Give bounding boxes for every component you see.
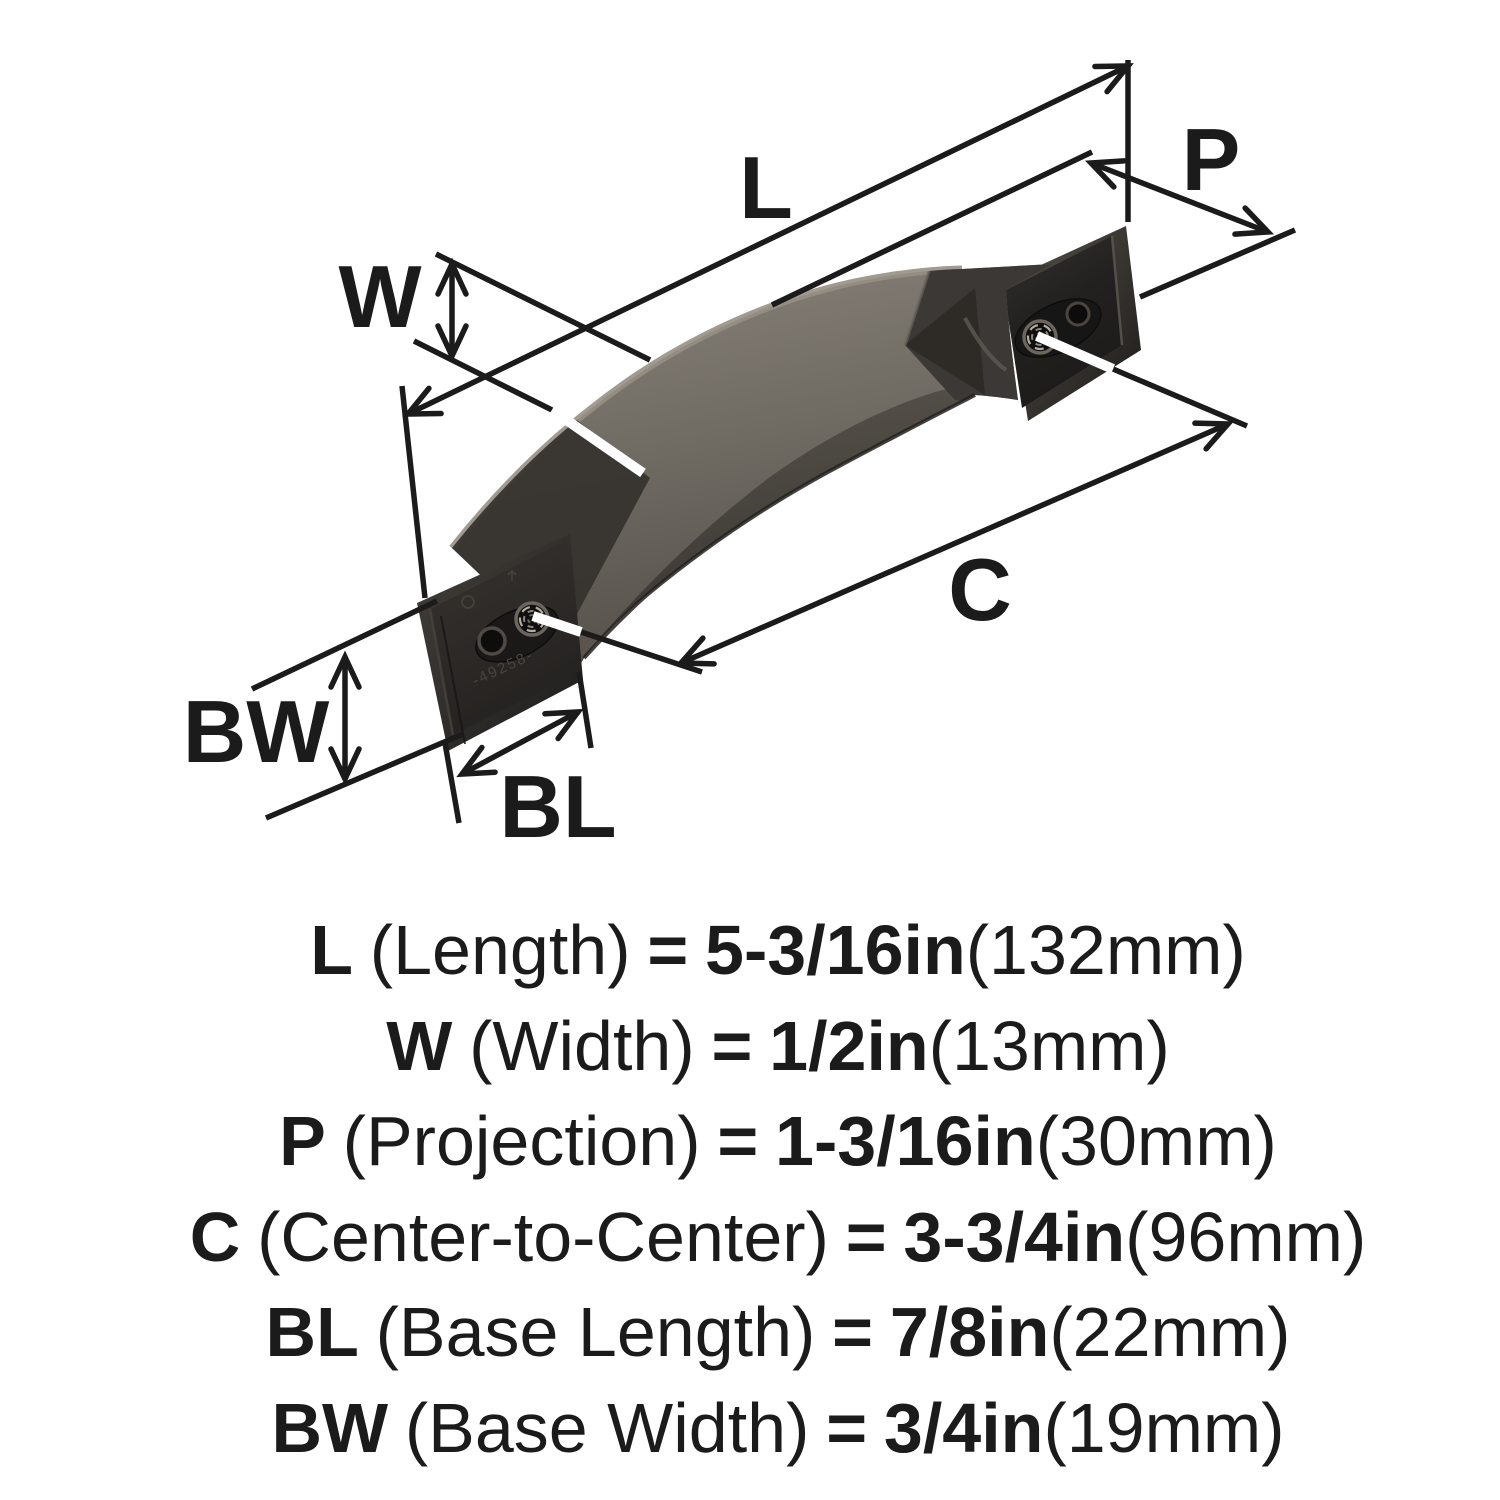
- spec-line-center-to-center: C(Center-to-Center)=3-3/4in(96mm): [0, 1189, 1500, 1285]
- label-BW: BW: [183, 682, 330, 781]
- label-W: W: [338, 247, 421, 346]
- spec-code: L: [310, 911, 353, 989]
- dimension-lines: [250, 60, 1297, 824]
- spec-name: (Length): [369, 911, 631, 989]
- equals-sign: =: [647, 911, 689, 989]
- spec-code: W: [386, 1007, 453, 1085]
- left-base-edge-highlight: [428, 608, 455, 736]
- spec-code: BL: [265, 1293, 359, 1371]
- label-P: P: [1182, 110, 1241, 209]
- spec-metric: (96mm): [1125, 1198, 1367, 1276]
- spec-line-projection: P(Projection)=1-3/16in(30mm): [0, 1093, 1500, 1189]
- spec-value: 7/8in: [889, 1293, 1050, 1371]
- spec-code: BW: [271, 1389, 389, 1467]
- spec-line-base-length: BL(Base Length)=7/8in(22mm): [0, 1284, 1500, 1380]
- spec-metric: (22mm): [1049, 1293, 1291, 1371]
- dimension-letters: L W P C BL BW: [183, 110, 1241, 856]
- left-plain-hole: [477, 626, 507, 656]
- left-base: -49258-: [417, 534, 583, 751]
- C-break-over-right-base: [1035, 331, 1115, 374]
- right-plain-hole: [1065, 301, 1091, 327]
- spec-name: (Projection): [342, 1102, 701, 1180]
- left-base-molded-mark: [461, 595, 475, 609]
- spec-name: (Base Length): [375, 1293, 816, 1371]
- label-L: L: [739, 138, 793, 237]
- dimension-BL-tick-right: [576, 671, 594, 749]
- W-break-over-strap: [549, 405, 646, 478]
- dimension-W-ext-upper: [434, 251, 652, 363]
- spec-line-length: L(Length)=5-3/16in(132mm): [0, 902, 1500, 998]
- dimension-L-ext-left: [399, 385, 428, 599]
- dimension-P-plane-back: [770, 149, 1094, 308]
- spec-metric: (19mm): [1043, 1389, 1285, 1467]
- spec-metric: (132mm): [965, 911, 1246, 989]
- spec-name: (Base Width): [404, 1389, 810, 1467]
- equals-sign: =: [826, 1389, 868, 1467]
- dimension-L-arrow: [402, 63, 1134, 417]
- dimension-P-plane-front: [1138, 227, 1297, 300]
- spec-value: 3/4in: [883, 1389, 1044, 1467]
- spec-value: 1/2in: [769, 1007, 929, 1085]
- equals-sign: =: [832, 1293, 874, 1371]
- dimension-P-arrow: [1084, 158, 1275, 237]
- spec-line-width: W(Width)=1/2in(13mm): [0, 998, 1500, 1094]
- spec-code: C: [189, 1198, 241, 1276]
- spec-metric: (13mm): [928, 1007, 1170, 1085]
- spec-value: 1-3/16in: [775, 1102, 1036, 1180]
- C-break-over-left-base: [531, 611, 583, 637]
- equals-sign: =: [845, 1198, 887, 1276]
- label-BL: BL: [499, 757, 616, 856]
- dimension-BL-arrow: [456, 708, 584, 778]
- dimension-C-arrow: [675, 420, 1234, 667]
- dimension-BW-ext-upper: [250, 598, 439, 692]
- label-C: C: [948, 540, 1012, 639]
- spec-value: 5-3/16in: [705, 911, 966, 989]
- spec-line-base-width: BW(Base Width)=3/4in(19mm): [0, 1380, 1500, 1476]
- line-breaks-over-metal: [531, 331, 1115, 637]
- dimension-BL-tick-left: [442, 742, 462, 824]
- spec-name: (Width): [469, 1007, 695, 1085]
- spec-name: (Center-to-Center): [257, 1198, 829, 1276]
- dimension-BW-ext-lower: [264, 731, 465, 821]
- spec-value: 3-3/4in: [903, 1198, 1126, 1276]
- dimension-C-ext-right: [1111, 366, 1249, 429]
- spec-code: P: [279, 1102, 326, 1180]
- equals-sign: =: [711, 1007, 753, 1085]
- dimension-C-ext-left: [580, 629, 703, 675]
- equals-sign: =: [717, 1102, 759, 1180]
- left-base-arrow-mark: [507, 569, 517, 581]
- spec-metric: (30mm): [1035, 1102, 1277, 1180]
